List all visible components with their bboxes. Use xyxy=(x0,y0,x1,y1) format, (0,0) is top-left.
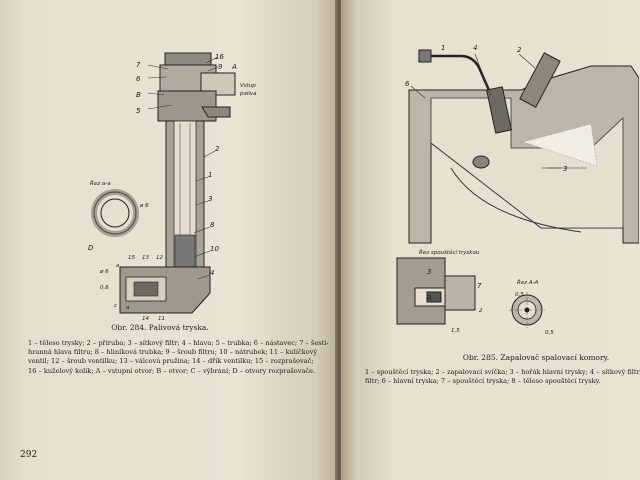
legend-line: hranná hlava filtru; 8 – hliníková trubk… xyxy=(28,348,318,357)
label-5: 5 xyxy=(136,107,141,115)
label-A: A xyxy=(231,63,237,71)
label-rez-trysky: Řez spouštěcí tryskou xyxy=(419,248,480,256)
figure-285-caption: Obr. 285. Zapalovač spalovací komory. xyxy=(462,353,610,362)
legend-line: 1 – těleso trysky; 2 – příruba; 3 – sítk… xyxy=(28,339,329,347)
label-16: 16 xyxy=(215,53,224,61)
label-dim-15: 1,5 xyxy=(451,328,460,334)
label-3: 3 xyxy=(563,165,567,173)
label-11: 11 xyxy=(158,316,165,322)
figure-284-legend: 1 – těleso trysky; 2 – příruba; 3 – sítk… xyxy=(28,339,332,376)
label-a-top: a xyxy=(116,263,120,269)
label-3b: 3 xyxy=(427,268,431,276)
label-2: 2 xyxy=(215,145,220,153)
label-4: 4 xyxy=(473,44,477,52)
legend-line: 1 – spouštěcí tryska; 2 – zapalovací sví… xyxy=(365,368,640,376)
label-1: 1 xyxy=(208,171,212,179)
label-12: 12 xyxy=(156,255,163,261)
book-gutter xyxy=(335,0,343,480)
label-a-bottom: a xyxy=(126,305,130,311)
label-dia-6a: ø 6 xyxy=(139,203,149,209)
label-4: 4 xyxy=(210,269,214,277)
label-15: 15 xyxy=(128,255,135,261)
label-D: D xyxy=(88,244,94,252)
legend-line: 16 – kuželový kolík; A – vstupní otvor; … xyxy=(28,366,316,375)
label-vstup: Vstup xyxy=(240,83,256,89)
label-A: A xyxy=(426,294,432,302)
legend-line: filtr; 6 – hlavní tryska; 7 – spouštěcí … xyxy=(365,377,601,386)
label-10: 10 xyxy=(210,245,219,253)
label-dim-06: 0,6 xyxy=(100,285,109,291)
label-dia-6b: ø 6 xyxy=(99,269,109,275)
label-14: 14 xyxy=(142,316,149,322)
left-page: 16 9 7 A 6 B 5 Vstup paliva 2 Řez a-a 1 … xyxy=(0,0,337,480)
label-dim-05b: 0,5 xyxy=(545,330,554,336)
label-dim-2: 2 xyxy=(479,308,483,314)
label-8: 8 xyxy=(210,221,215,229)
label-1: 1 xyxy=(441,44,445,52)
label-paliva: paliva xyxy=(239,91,257,97)
label-B: B xyxy=(136,91,141,99)
label-2: 2 xyxy=(517,46,522,54)
label-6: 6 xyxy=(136,75,141,83)
label-7: 7 xyxy=(477,282,482,290)
label-9: 9 xyxy=(218,63,223,71)
figure-284-caption: Obr. 284. Palivová tryska. xyxy=(111,323,209,332)
label-7: 7 xyxy=(136,61,141,69)
label-8: 8 xyxy=(391,264,392,272)
label-13: 13 xyxy=(142,255,149,261)
label-dim-05a: 0,5 xyxy=(515,292,524,298)
label-rez-aa: Řez a-a xyxy=(90,179,111,187)
right-page: 1 4 2 6 3 Řez spouštěcí tryskou 8 3 Řez … xyxy=(341,0,640,480)
legend-line: ventil; 12 – šroub ventilku; 13 – válcov… xyxy=(28,357,314,366)
page-number: 292 xyxy=(20,450,38,460)
label-6: 6 xyxy=(405,80,410,88)
label-3: 3 xyxy=(208,195,212,203)
figure-285-legend: 1 – spouštěcí tryska; 2 – zapalovací sví… xyxy=(365,368,640,386)
fuel-nozzle-drawing: 16 9 7 A 6 B 5 Vstup paliva 2 Řez a-a 1 … xyxy=(88,52,257,322)
label-rez-AA: Řez A-A xyxy=(517,278,539,286)
label-c: c xyxy=(114,303,117,309)
igniter-drawing: 1 4 2 6 3 Řez spouštěcí tryskou 8 3 Řez … xyxy=(391,44,639,336)
